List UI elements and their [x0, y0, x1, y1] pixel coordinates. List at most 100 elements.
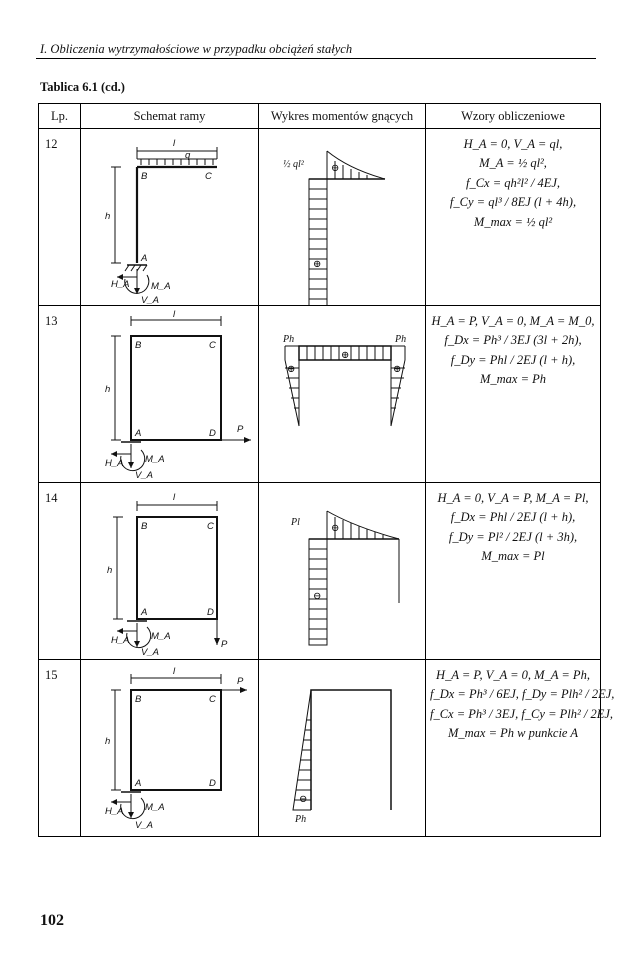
joint-label: A — [134, 778, 141, 789]
sign-label: ⊕ — [393, 364, 401, 375]
hatching — [334, 517, 384, 539]
table-row: 14 l — [38, 482, 601, 660]
joint-label: C — [209, 340, 216, 351]
support-label: A — [140, 253, 147, 264]
hatching — [285, 346, 405, 409]
hatching — [294, 719, 311, 801]
reaction-label: M_A — [151, 281, 171, 292]
frame-scheme-drawing: l P B C A D h H_A M_A V_A — [105, 666, 247, 831]
formula-line: H_A = 0, V_A = P, M_A = Pl, — [437, 491, 589, 505]
sign-label: ⊖ — [313, 591, 321, 602]
running-header: I. Obliczenia wytrzymałościowe w przypad… — [40, 42, 353, 56]
joint-label: C — [207, 521, 214, 532]
formula-cell: H_A = P, V_A = 0, M_A = M_0, f_Dx = Ph³ … — [425, 305, 601, 483]
formula-cell: H_A = P, V_A = 0, M_A = Ph, f_Dx = Ph³ /… — [425, 659, 615, 837]
left-triangle — [284, 346, 300, 427]
frame-scheme-drawing: l B C A D h P H_A M_A V_A — [107, 492, 228, 658]
formula-line: M_max = Ph — [479, 372, 547, 387]
formula-line: H_A = P, V_A = 0, M_A = M_0, — [431, 314, 595, 328]
formula-cell: H_A = 0, V_A = P, M_A = Pl, f_Dx = Phl /… — [425, 482, 601, 660]
moment-label: Ph — [282, 334, 294, 345]
sign-label: ⊕ — [287, 364, 295, 375]
moment-diagram-drawing: Pl ⊖ ⊖ — [290, 510, 400, 646]
formula-line: M_A = ½ ql², — [479, 156, 547, 171]
table-row: 13 l — [38, 305, 601, 483]
row-number: 13 — [38, 305, 81, 483]
reaction-moment-arc — [126, 626, 152, 649]
load-label: P — [221, 639, 228, 650]
load-label: q — [185, 150, 191, 161]
frame-scheme: l B C A D h P H_A M_A V_A — [80, 482, 259, 660]
reaction-label: H_A — [105, 806, 123, 817]
span-label: l — [173, 309, 176, 320]
load-label: P — [237, 676, 244, 687]
moment-diagram: ½ ql² ⊕ ⊕ — [258, 128, 426, 306]
moment-diagram: Pl ⊖ ⊖ — [258, 482, 426, 660]
column-header-scheme: Schemat ramy — [80, 103, 259, 129]
distributed-load-arrows — [140, 159, 214, 165]
moment-peak-label: Pl — [290, 517, 300, 528]
reaction-label: H_A — [111, 635, 129, 646]
reaction-label: M_A — [151, 631, 171, 642]
span-label: l — [173, 492, 176, 503]
reaction-label: V_A — [135, 820, 153, 831]
column-hatching — [309, 188, 327, 300]
frame-outline — [130, 689, 222, 791]
frame-scheme: l B C A D h P H_A M_A V_A — [80, 305, 259, 483]
joint-label: D — [209, 428, 216, 439]
formula-line: M_max = Ph w punkcie A — [447, 726, 579, 741]
height-label: h — [107, 565, 112, 576]
joint-label: A — [140, 607, 147, 618]
frame-outline — [130, 335, 222, 441]
sign-label: ⊕ — [331, 163, 339, 174]
formula-line: f_Cx = qh²l² / 4EJ, — [465, 175, 561, 190]
formula-line: f_Cx = Ph³ / 3EJ, f_Cy = Plh² / 2EJ, — [430, 706, 614, 721]
column-header-formulas: Wzory obliczeniowe — [425, 103, 601, 129]
moment-label: Ph — [294, 814, 306, 825]
formula-line: H_A = 0, V_A = ql, — [463, 137, 563, 151]
reaction-moment-arc — [120, 449, 146, 472]
formula-cell: H_A = 0, V_A = ql, M_A = ½ ql², f_Cx = q… — [425, 128, 601, 306]
joint-label: C — [209, 694, 216, 705]
moment-label: Ph — [394, 334, 406, 345]
frame-scheme-drawing: l q B C h A H_A M_A V_A — [105, 138, 218, 305]
formula-line: f_Dx = Ph³ / 6EJ, f_Dy = Plh² / 2EJ, — [430, 687, 615, 702]
reaction-moment-arc — [124, 274, 150, 294]
moment-diagram: Ph Ph ⊕ ⊕ ⊕ — [258, 305, 426, 483]
table-caption: Tablica 6.1 (cd.) — [40, 80, 125, 94]
frame-scheme-drawing: l B C A D h P H_A M_A V_A — [105, 309, 251, 481]
header-rule — [36, 58, 596, 59]
column-header-lp: Lp. — [38, 103, 81, 129]
formula-line: f_Dy = Phl / 2EJ (l + h), — [450, 352, 576, 367]
reaction-label: H_A — [111, 279, 129, 290]
formula-line: f_Cy = ql³ / 8EJ (l + 4h), — [449, 195, 577, 210]
load-label: P — [237, 424, 244, 435]
table-row: 15 l — [38, 659, 615, 837]
frame-scheme: l P B C A D h H_A M_A V_A — [80, 659, 259, 837]
row-number: 12 — [38, 128, 81, 306]
sign-label: ⊖ — [331, 523, 339, 534]
joint-label: B — [135, 694, 142, 705]
right-triangle — [390, 346, 406, 427]
joint-label: D — [207, 607, 214, 618]
moment-diagram: Ph ⊖ — [258, 659, 426, 837]
reaction-label: M_A — [145, 802, 165, 813]
page-number: 102 — [40, 912, 64, 929]
height-label: h — [105, 736, 110, 747]
span-label: l — [173, 666, 176, 677]
row-number: 14 — [38, 482, 81, 660]
sign-label: ⊖ — [299, 794, 307, 805]
formula-line: f_Dx = Ph³ / 3EJ (3l + 2h), — [444, 333, 582, 348]
formula-line: f_Dy = Pl² / 2EJ (l + 3h), — [448, 529, 578, 544]
joint-label: B — [141, 171, 148, 182]
moment-diagram-drawing: Ph Ph ⊕ ⊕ ⊕ — [282, 334, 406, 427]
reaction-label: H_A — [105, 458, 123, 469]
reaction-label: V_A — [141, 295, 159, 305]
formula-line: f_Dx = Phl / 2EJ (l + h), — [450, 510, 576, 525]
moment-diagram-drawing: Ph ⊖ — [292, 689, 392, 825]
reaction-moment-arc — [120, 797, 146, 820]
table-header-row: Lp. Schemat ramy Wykres momentów gnących… — [38, 103, 601, 129]
joint-label: B — [141, 521, 148, 532]
frame-table: Lp. Schemat ramy Wykres momentów gnących… — [38, 103, 615, 837]
reaction-label: V_A — [135, 470, 153, 481]
